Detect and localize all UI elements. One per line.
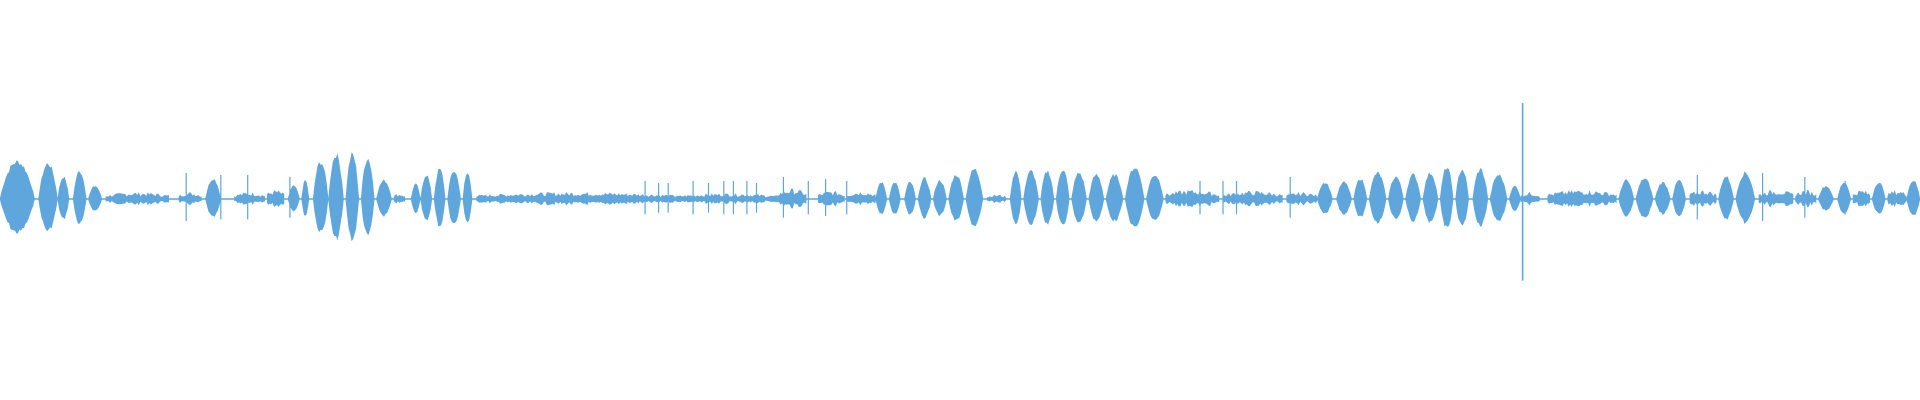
waveform-segment	[1618, 179, 1634, 217]
waveform-segment	[57, 176, 70, 220]
waveform-segment	[1056, 170, 1070, 225]
waveform-segment	[817, 191, 845, 207]
waveform-segment	[1165, 189, 1220, 208]
waveform-segment	[777, 188, 807, 209]
waveform-segment	[433, 168, 446, 227]
waveform-segment	[88, 186, 102, 211]
waveform-segment	[1040, 170, 1055, 225]
waveform-segment	[1655, 181, 1671, 215]
waveform-segment	[376, 179, 392, 217]
waveform-segment	[1071, 172, 1087, 223]
waveform-segment	[1837, 183, 1851, 214]
waveform-segment	[875, 182, 887, 214]
waveform-segment	[73, 170, 87, 225]
waveform-segment	[889, 182, 901, 214]
waveform-segment	[1472, 168, 1488, 227]
waveform-segment	[1023, 169, 1039, 226]
waveform-segment	[410, 183, 421, 214]
waveform-segment	[1906, 181, 1920, 215]
waveform-segment	[1672, 180, 1686, 217]
waveform-segment	[1818, 185, 1834, 211]
waveform-segment	[1887, 190, 1907, 208]
waveform-segment	[393, 194, 406, 204]
waveform-segment	[965, 169, 983, 226]
waveform-segment	[38, 163, 58, 232]
waveform-segment	[301, 180, 310, 216]
waveform-segment	[178, 192, 202, 205]
waveform-segment	[1286, 192, 1318, 206]
waveform-segment	[420, 175, 432, 221]
waveform-segment	[904, 181, 916, 215]
waveform-segment	[105, 192, 169, 206]
waveform-segment	[933, 179, 947, 217]
waveform-segment	[1317, 183, 1333, 214]
waveform-spikes	[185, 103, 1846, 281]
waveform-segment	[1223, 190, 1283, 207]
waveform-segment	[1422, 172, 1439, 223]
waveform-segment	[1547, 190, 1617, 207]
waveform-segment	[1146, 175, 1164, 220]
waveform-segment	[345, 152, 359, 242]
waveform-segment	[917, 177, 932, 219]
waveform-segment	[1369, 171, 1387, 224]
waveform-segment	[1009, 170, 1022, 225]
waveform-segment	[948, 175, 964, 221]
waveform-segment	[1758, 190, 1794, 208]
waveform-segment	[1105, 174, 1124, 222]
waveform-segment	[1635, 178, 1654, 218]
waveform-segment	[0, 160, 35, 234]
waveform-segment	[205, 179, 221, 217]
waveform-segment	[447, 172, 461, 223]
waveform-segment	[675, 193, 778, 205]
waveform-segment	[313, 162, 329, 233]
waveform-segment	[1795, 189, 1817, 208]
waveform-segment	[1689, 190, 1717, 207]
waveform-segment	[1440, 168, 1454, 227]
waveform-segment	[1489, 174, 1508, 222]
waveform-segment	[1388, 176, 1404, 220]
waveform-segments	[0, 152, 1920, 242]
waveform-segment	[462, 173, 473, 223]
waveform-segment	[328, 153, 344, 241]
waveform-segment	[234, 192, 265, 205]
waveform-segment	[1405, 173, 1421, 223]
waveform-segment	[361, 158, 375, 236]
waveform-segment	[1872, 182, 1886, 214]
waveform-segment	[1520, 191, 1540, 206]
waveform-segment	[1509, 185, 1521, 211]
waveform-segment	[1336, 181, 1352, 215]
waveform-segment	[846, 192, 876, 206]
waveform-segment	[1735, 171, 1755, 224]
waveform-segment	[1718, 176, 1734, 220]
waveform-segment	[288, 185, 300, 212]
waveform-segment	[1455, 169, 1469, 226]
waveform-segment	[266, 190, 285, 207]
waveform-segment	[1353, 179, 1367, 217]
waveform-segment	[986, 194, 1007, 204]
waveform-segment	[1125, 168, 1145, 227]
waveform-segment	[1088, 173, 1104, 222]
waveform-segment	[1852, 190, 1871, 207]
waveform-segment	[476, 192, 676, 206]
